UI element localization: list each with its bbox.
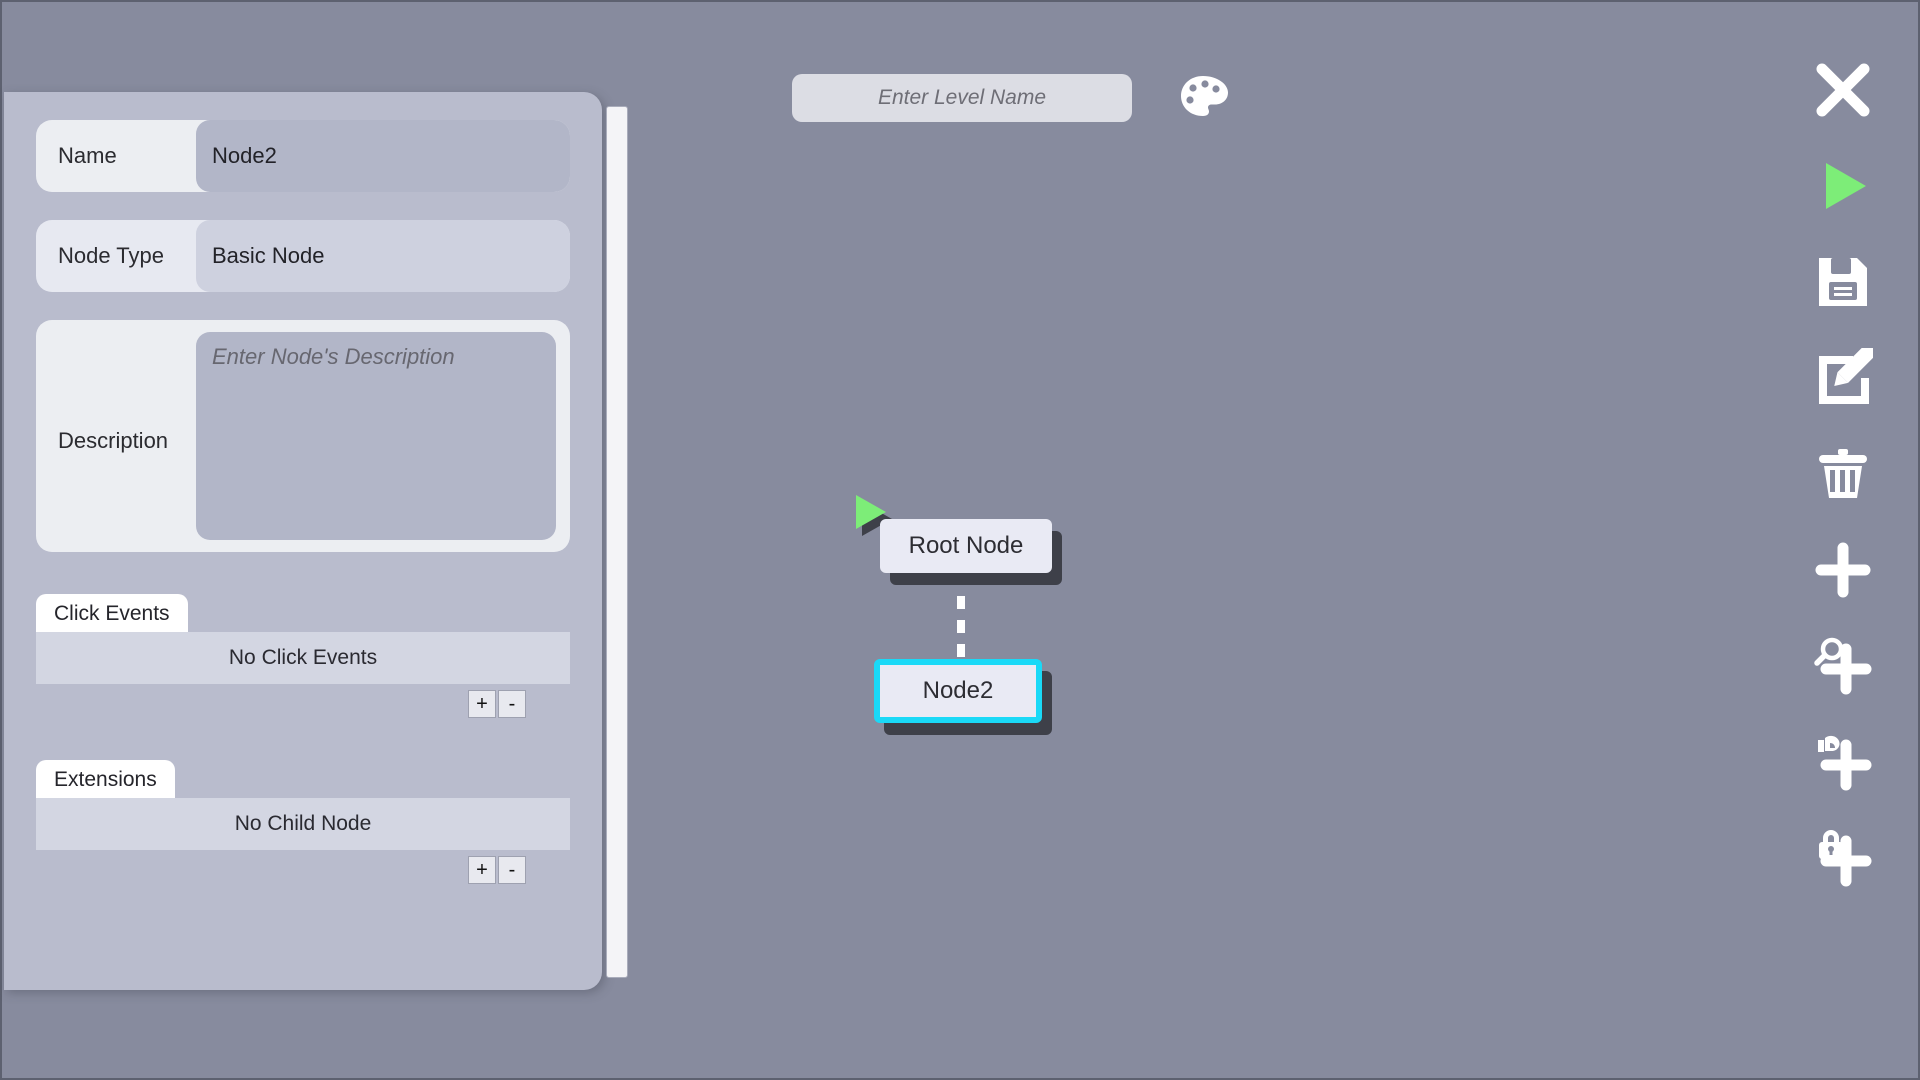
inspector-scrollbar[interactable]: [606, 106, 628, 978]
remove-extension-button[interactable]: -: [498, 856, 526, 884]
play-icon: [1826, 163, 1866, 209]
edit-button[interactable]: [1800, 330, 1886, 426]
field-label-description: Description: [58, 428, 169, 453]
palette-button[interactable]: [1176, 70, 1232, 126]
field-row-description: Description Enter Node's Description: [36, 320, 570, 552]
field-label-node-type: Node Type: [58, 243, 165, 268]
magnifier-plus-icon: [1814, 637, 1872, 695]
node-inspector-panel: Name Node2 Node Type Basic Node Descript…: [4, 92, 602, 990]
section-extensions: Extensions No Child Node + -: [36, 760, 570, 884]
description-textarea[interactable]: Enter Node's Description: [196, 332, 556, 540]
top-bar: [792, 70, 1232, 126]
node-edge-root-to-node2: [957, 572, 965, 664]
section-tab-extensions: Extensions: [36, 760, 175, 798]
save-icon: [1819, 258, 1867, 306]
field-row-name: Name Node2: [36, 120, 570, 192]
section-click-events: Click Events No Click Events + -: [36, 594, 570, 718]
right-toolbar: [1768, 42, 1918, 906]
add-node-button[interactable]: [1800, 522, 1886, 618]
click-events-buttons: + -: [36, 690, 570, 718]
graph-node-label: Node2: [874, 659, 1042, 723]
plus-icon: [1815, 542, 1871, 598]
close-icon: [1816, 63, 1870, 117]
field-label-name: Name: [58, 143, 117, 168]
edit-icon: [1819, 348, 1873, 404]
close-button[interactable]: [1800, 42, 1886, 138]
remove-click-event-button[interactable]: -: [498, 690, 526, 718]
play-button[interactable]: [1800, 138, 1886, 234]
section-tab-click-events: Click Events: [36, 594, 188, 632]
extensions-buttons: + -: [36, 856, 570, 884]
level-name-input[interactable]: [792, 74, 1132, 122]
extensions-list[interactable]: No Child Node: [36, 798, 570, 850]
add-click-event-button[interactable]: +: [468, 690, 496, 718]
node-type-select[interactable]: Basic Node: [196, 220, 570, 292]
trash-icon: [1819, 449, 1867, 498]
palette-icon: [1181, 76, 1228, 116]
delete-button[interactable]: [1800, 426, 1886, 522]
save-button[interactable]: [1800, 234, 1886, 330]
graph-node-root[interactable]: Root Node: [856, 495, 1052, 573]
hand-plus-icon: [1818, 735, 1872, 791]
click-events-list[interactable]: No Click Events: [36, 632, 570, 684]
add-extension-button[interactable]: +: [468, 856, 496, 884]
field-row-node-type: Node Type Basic Node: [36, 220, 570, 292]
name-input[interactable]: Node2: [196, 120, 570, 192]
add-lock-node-button[interactable]: [1800, 810, 1886, 906]
graph-node-node2[interactable]: Node2: [874, 659, 1042, 723]
add-inspect-node-button[interactable]: [1800, 618, 1886, 714]
graph-node-label: Root Node: [880, 519, 1052, 573]
lock-plus-icon: [1819, 830, 1872, 887]
add-interact-node-button[interactable]: [1800, 714, 1886, 810]
